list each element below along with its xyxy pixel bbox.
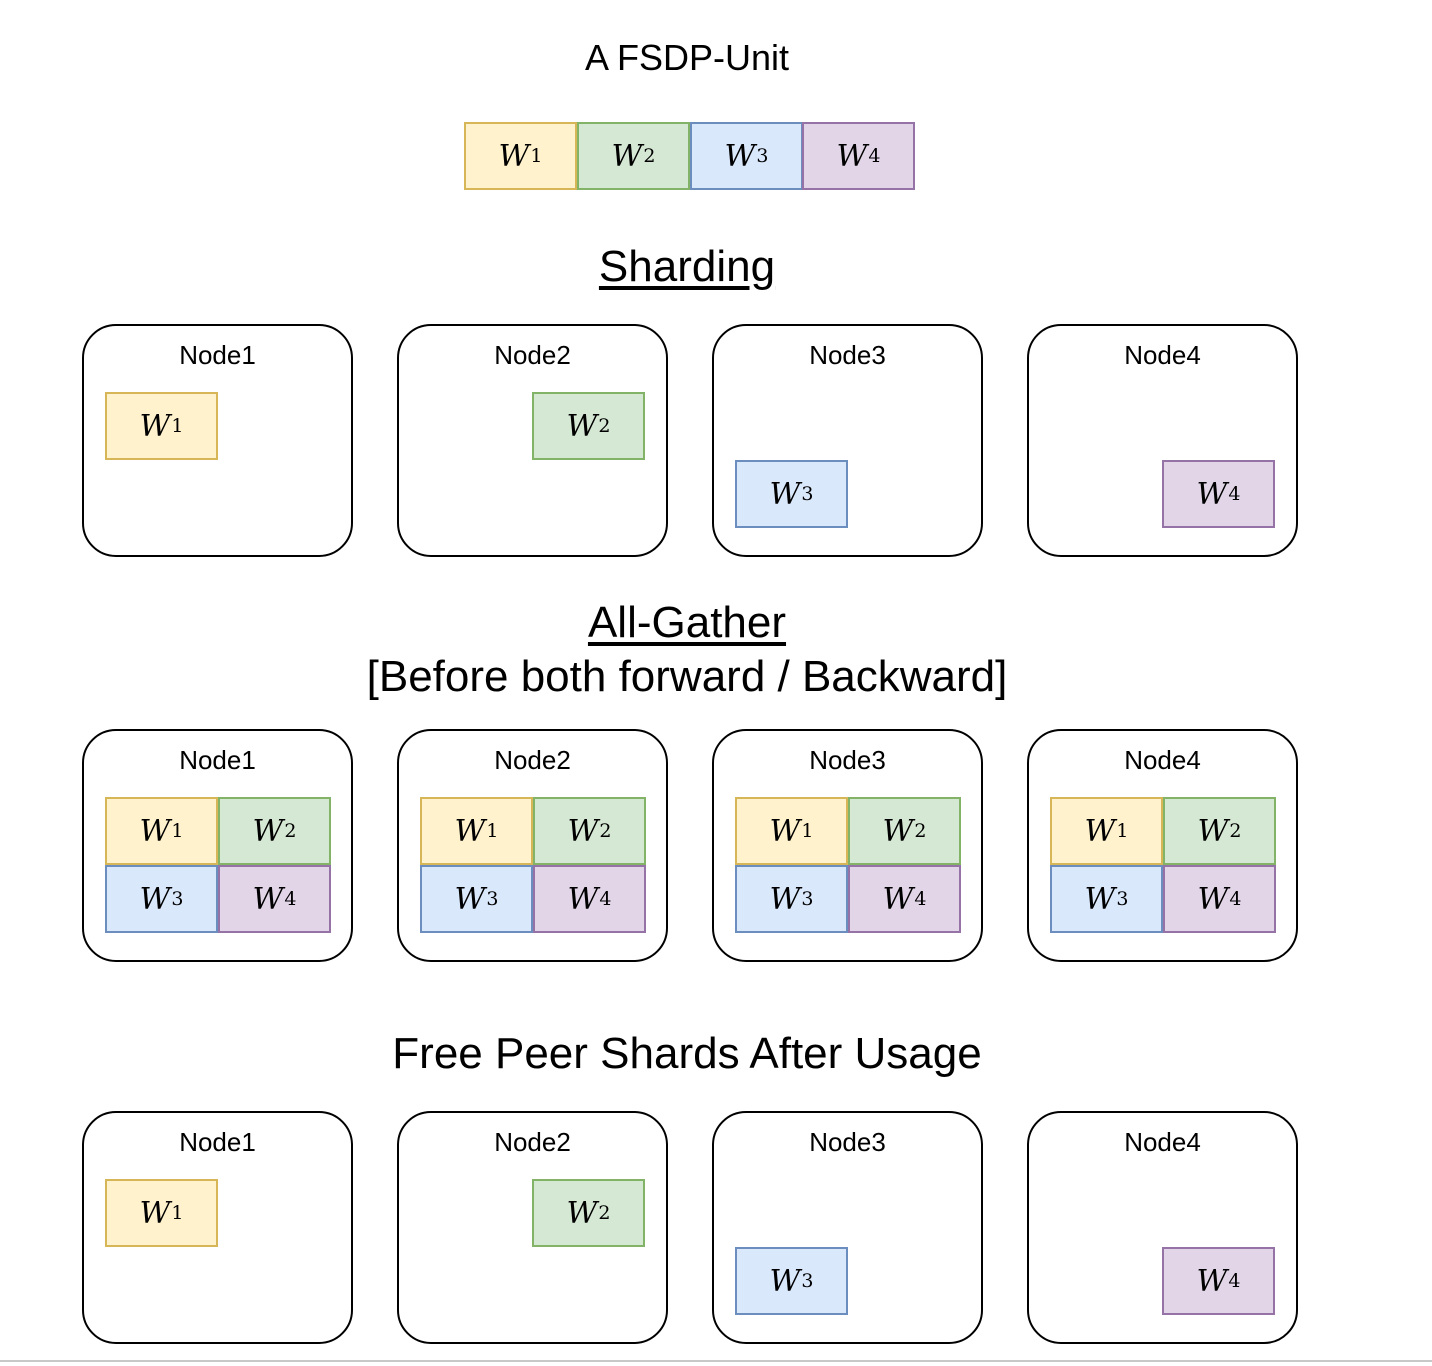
node-label: Node2 (494, 340, 571, 370)
node-label: Node4 (1124, 340, 1201, 370)
node-label: Node3 (809, 340, 886, 370)
fsdp-unit-title: A FSDP-Unit (584, 37, 790, 78)
bottom-divider (0, 1360, 1432, 1362)
node-label: Node3 (809, 1127, 886, 1157)
free-peer-shards-title: Free Peer Shards After Usage (392, 1029, 982, 1078)
all-gather-subtitle: [Before both forward / Backward] (366, 652, 1008, 701)
node-label: Node1 (179, 1127, 256, 1157)
node-label: Node1 (179, 745, 256, 775)
node-label: Node3 (809, 745, 886, 775)
sharding-title: Sharding (598, 242, 776, 291)
node-label: Node4 (1124, 1127, 1201, 1157)
all-gather-title: All-Gather [Before both forward / Backwa… (0, 596, 1374, 704)
node-label: Node4 (1124, 745, 1201, 775)
node-label: Node2 (494, 745, 571, 775)
node-label: Node1 (179, 340, 256, 370)
node-label: Node2 (494, 1127, 571, 1157)
